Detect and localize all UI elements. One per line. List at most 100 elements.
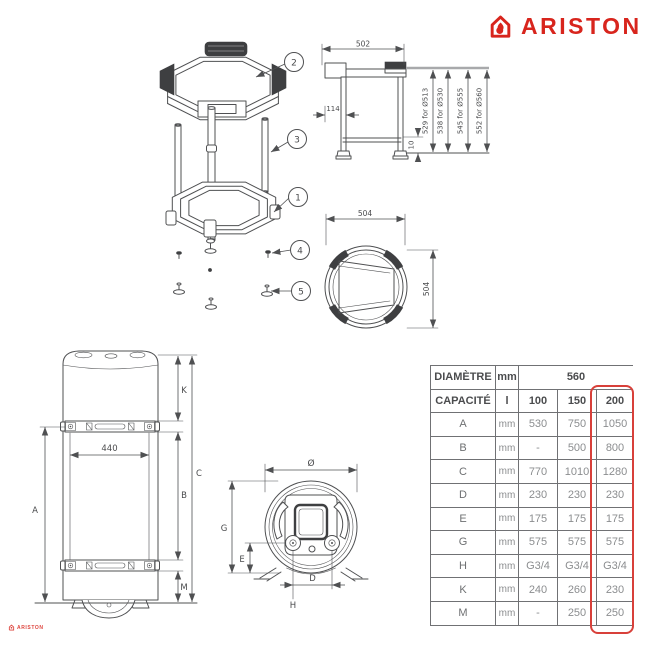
- ariston-house-icon-small: [8, 624, 15, 631]
- dim-502: 502: [321, 40, 405, 66]
- row-unit: mm: [495, 459, 519, 484]
- row-value-100: 175: [518, 506, 558, 532]
- height-note-555: 545 for Ø555: [457, 88, 465, 134]
- row-label: H: [430, 553, 496, 579]
- spec-table: DIAMÈTRE mm 560 CAPACITÉ l 100 150 200 A…: [430, 365, 633, 626]
- row-value-100: 530: [518, 412, 558, 437]
- row-label: B: [430, 435, 496, 461]
- side-frame: [324, 61, 409, 160]
- spec-table-body: DIAMÈTRE mm 560 CAPACITÉ l 100 150 200 A…: [430, 365, 633, 626]
- dim-504-width-label: 504: [358, 209, 373, 218]
- row-label: C: [430, 459, 496, 484]
- row-value-200: 230: [596, 577, 633, 602]
- capacity-100: 100: [518, 388, 558, 414]
- row-value-200: 800: [596, 435, 633, 461]
- stand-ring: [159, 41, 287, 121]
- diameter-row: DIAMÈTRE mm 560: [430, 365, 633, 390]
- row-value-150: 1010: [557, 459, 597, 484]
- dim-C-label: C: [196, 469, 202, 479]
- top-view-ring: [324, 245, 408, 329]
- exploded-stand-diagram: 2 3 1 4 5: [159, 41, 311, 310]
- table-row: H mm G3/4 G3/4 G3/4: [430, 553, 633, 579]
- row-value-150: 260: [557, 577, 597, 602]
- diameter-unit: mm: [495, 365, 519, 390]
- dim-114: 114: [313, 105, 359, 123]
- stand-posts: [174, 106, 269, 242]
- dim-504-width: 504: [325, 209, 406, 246]
- row-value-100: 575: [518, 530, 558, 555]
- capacity-150: 150: [557, 388, 597, 414]
- left-slot: [273, 501, 289, 540]
- dim-10-label: 10: [408, 141, 416, 150]
- callout-4: 4: [297, 247, 303, 257]
- row-value-150: 500: [557, 435, 597, 461]
- row-value-150: 230: [557, 482, 597, 508]
- callouts: 2 3 1 4 5: [255, 52, 311, 301]
- table-row: K mm 240 260 230: [430, 577, 633, 602]
- row-value-200: 1280: [596, 459, 633, 484]
- dim-H-label: H: [290, 601, 296, 611]
- ring-right-pad: [271, 63, 287, 96]
- height-note-560: 552 for Ø560: [476, 88, 484, 134]
- row-value-200: 175: [596, 506, 633, 532]
- row-value-100: -: [518, 600, 558, 626]
- dim-504-depth: 504: [406, 249, 439, 329]
- row-unit: mm: [495, 553, 519, 579]
- dim-502-label: 502: [356, 40, 371, 49]
- row-label: D: [430, 482, 496, 508]
- dim-K-label: K: [181, 386, 187, 396]
- water-heater-bottom-view: Ø G E D H: [221, 458, 369, 611]
- capacity-label: CAPACITÉ: [430, 388, 496, 414]
- row-value-150: 175: [557, 506, 597, 532]
- height-dimensions: 529 for Ø513 538 for Ø530 545 for Ø555 5…: [422, 70, 491, 152]
- height-note-513: 529 for Ø513: [422, 88, 430, 134]
- row-label: G: [430, 530, 496, 555]
- callout-5: 5: [298, 288, 304, 298]
- brand-name: ARISTON: [521, 13, 642, 39]
- bottom-cover-plate: [273, 494, 349, 556]
- ring-top-pad: [204, 41, 248, 57]
- row-unit: mm: [495, 577, 519, 602]
- table-row: A mm 530 750 1050: [430, 412, 633, 437]
- capacity-row: CAPACITÉ l 100 150 200: [430, 388, 633, 414]
- stand-hardware: [173, 250, 273, 310]
- dim-diameter-label: Ø: [307, 458, 314, 469]
- callout-2: 2: [291, 59, 297, 69]
- dim-504-depth-label: 504: [422, 282, 431, 297]
- mounting-bracket: [60, 420, 160, 433]
- stand-top-view-drawing: 504 504: [324, 209, 439, 329]
- row-unit: mm: [495, 530, 519, 555]
- table-row: G mm 575 575 575: [430, 530, 633, 555]
- height-note-530: 538 for Ø530: [437, 88, 445, 134]
- row-label: K: [430, 577, 496, 602]
- row-value-150: G3/4: [557, 553, 597, 579]
- dim-10: 10: [402, 128, 424, 162]
- callout-1: 1: [295, 194, 301, 204]
- row-value-100: G3/4: [518, 553, 558, 579]
- bottom-view-dimensions: Ø G E D H: [221, 458, 358, 611]
- row-value-200: 1050: [596, 412, 633, 437]
- dim-440-label: 440: [101, 444, 117, 454]
- row-unit: mm: [495, 600, 519, 626]
- row-unit: mm: [495, 435, 519, 461]
- row-value-200: 250: [596, 600, 633, 626]
- dim-E-label: E: [239, 555, 244, 565]
- ariston-watermark: ARISTON: [8, 624, 44, 631]
- row-unit: mm: [495, 482, 519, 508]
- watermark-text: ARISTON: [17, 624, 44, 631]
- row-label: M: [430, 600, 496, 626]
- dim-114-label: 114: [326, 105, 340, 113]
- callout-3: 3: [294, 136, 300, 146]
- diameter-label: DIAMÈTRE: [430, 365, 496, 390]
- row-value-100: 770: [518, 459, 558, 484]
- row-value-200: 230: [596, 482, 633, 508]
- row-value-100: 240: [518, 577, 558, 602]
- stand-side-view-drawing: 502 114 529 for Ø513 538 for Ø530 545 fo…: [313, 40, 491, 162]
- ariston-house-icon: [490, 15, 511, 38]
- dim-B-label: B: [181, 491, 187, 501]
- row-value-150: 575: [557, 530, 597, 555]
- stand-base-frame: [165, 181, 281, 254]
- dim-G-label: G: [221, 524, 228, 534]
- dim-D-label: D: [309, 574, 316, 584]
